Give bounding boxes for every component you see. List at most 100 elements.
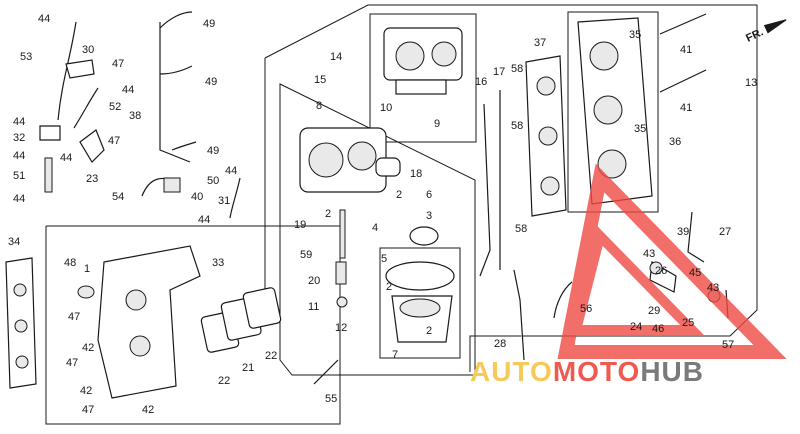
callout-c2d: 2: [426, 325, 432, 337]
callout-c33: 33: [212, 257, 224, 269]
callout-c31: 31: [218, 195, 230, 207]
seal-4: [409, 226, 439, 246]
callout-c42b: 42: [80, 385, 92, 397]
callout-c58c: 58: [515, 223, 527, 235]
callout-c2c: 2: [386, 281, 392, 293]
callout-c44c: 44: [13, 116, 25, 128]
callout-c1: 1: [84, 263, 90, 275]
callout-c4: 4: [372, 222, 378, 234]
float-bowl: [385, 261, 455, 343]
callout-c15: 15: [314, 74, 326, 86]
callout-c49a: 49: [203, 18, 215, 30]
callout-c40: 40: [191, 191, 203, 203]
callout-c47d: 47: [66, 357, 78, 369]
callout-c11: 11: [308, 301, 319, 313]
callout-c48: 48: [64, 257, 76, 269]
callout-c28: 28: [494, 338, 506, 350]
callout-c12: 12: [335, 322, 347, 334]
callout-c27: 27: [719, 226, 731, 238]
part-1: [77, 285, 95, 299]
callout-c6: 6: [426, 189, 432, 201]
pipe-38: [159, 22, 191, 163]
front-direction-label: FR.: [744, 26, 765, 44]
front-direction-arrow: FR.: [744, 19, 787, 45]
callout-c17: 17: [493, 66, 505, 78]
callout-c47a: 47: [112, 58, 124, 70]
manifold-33: [97, 245, 201, 399]
tube-51: [44, 157, 53, 193]
callout-c37: 37: [534, 37, 546, 49]
gasket-34: [5, 257, 37, 389]
bolt-41-upper: [659, 13, 707, 35]
joint-32: [39, 125, 61, 141]
callout-c44a: 44: [38, 13, 50, 25]
callout-c43b: 43: [707, 282, 719, 294]
callout-c2a: 2: [396, 189, 402, 201]
gasket-22-right: [242, 287, 282, 329]
rod-27: [687, 211, 705, 263]
callout-c14: 14: [330, 51, 342, 63]
callout-c34: 34: [8, 236, 20, 248]
watermark-triangle-logo: [557, 163, 787, 359]
callout-c51: 51: [13, 170, 25, 182]
bracket-23: [79, 129, 105, 163]
hose-31: [229, 177, 241, 219]
callout-c19: 19: [294, 219, 306, 231]
callout-c47b: 47: [108, 135, 120, 147]
watermark-part-moto: MOTO: [552, 356, 641, 387]
callout-c55: 55: [325, 393, 337, 405]
callout-c47c: 47: [68, 311, 80, 323]
callout-c58a: 58: [511, 63, 523, 75]
hose-49-top: [159, 11, 193, 29]
callout-c21: 21: [242, 362, 254, 374]
bolt-41-lower: [659, 69, 707, 93]
rod-56: [553, 281, 573, 319]
callout-c44h: 44: [198, 214, 210, 226]
callout-c35b: 35: [634, 123, 646, 135]
manifold-36-box: [567, 11, 659, 213]
callout-c24: 24: [630, 321, 642, 333]
callout-c23: 23: [86, 173, 98, 185]
carb-14-box: [369, 13, 477, 143]
hose-49-low: [171, 141, 197, 151]
callout-c25: 25: [682, 317, 694, 329]
main-panel-outline: [264, 4, 758, 372]
callout-c3: 3: [426, 210, 432, 222]
callout-c49c: 49: [207, 145, 219, 157]
callout-c35a: 35: [629, 29, 641, 41]
callout-c44f: 44: [225, 165, 237, 177]
callout-c36: 36: [669, 136, 681, 148]
callout-c47e: 47: [82, 404, 94, 416]
callout-c43a: 43: [643, 248, 655, 260]
clip-30: [65, 59, 95, 79]
hose-53: [57, 21, 77, 121]
callout-c46: 46: [652, 323, 664, 335]
callout-c29: 29: [648, 305, 660, 317]
callout-c16: 16: [475, 76, 487, 88]
jet-20: [335, 261, 347, 285]
callout-c38: 38: [129, 110, 141, 122]
callout-c54: 54: [112, 191, 124, 203]
callout-c26: 26: [655, 265, 667, 277]
callout-c44b: 44: [122, 84, 134, 96]
callout-c57: 57: [722, 339, 734, 351]
callout-c58b: 58: [511, 120, 523, 132]
callout-c49b: 49: [205, 76, 217, 88]
callout-c42c: 42: [142, 404, 154, 416]
callout-c53: 53: [20, 51, 32, 63]
rod-28: [513, 269, 525, 361]
hose-52: [73, 87, 99, 129]
carb-bowl-box: [379, 247, 461, 359]
rod-16: [479, 103, 491, 277]
carburetor-14: [383, 27, 463, 95]
callout-c10: 10: [380, 102, 392, 114]
callout-c22b: 22: [265, 350, 277, 362]
callout-c30: 30: [82, 44, 94, 56]
callout-c5: 5: [381, 253, 387, 265]
callout-c50: 50: [207, 175, 219, 187]
callout-c13: 13: [745, 77, 757, 89]
callout-c44e: 44: [60, 152, 72, 164]
callout-c41a: 41: [680, 44, 692, 56]
